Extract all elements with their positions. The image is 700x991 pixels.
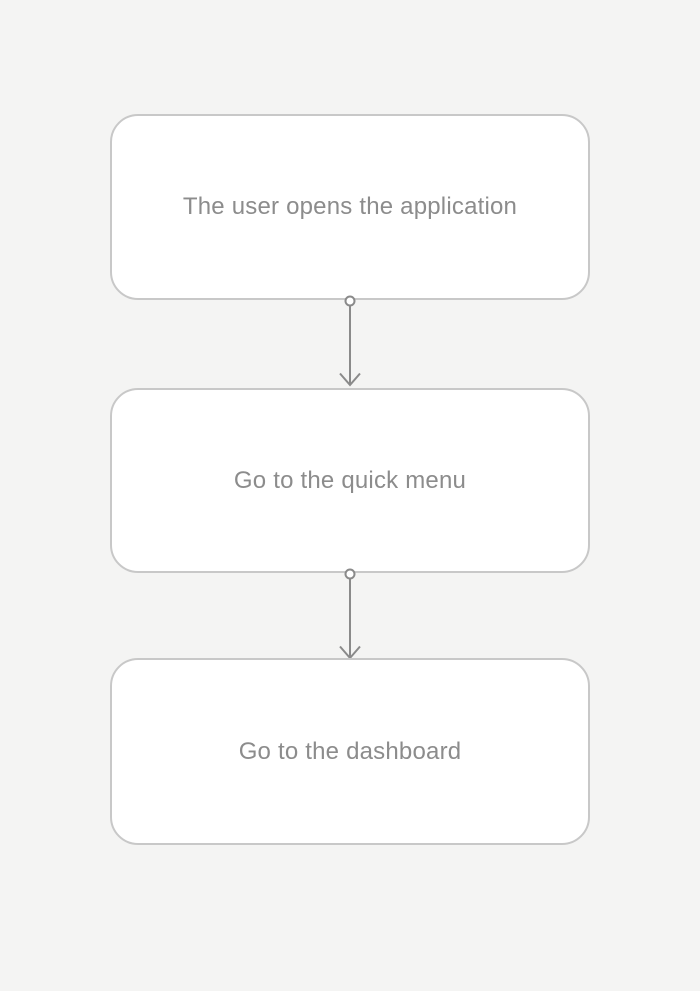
flow-node-dashboard[interactable]: Go to the dashboard xyxy=(110,658,590,845)
edge-start-dot-icon xyxy=(344,295,356,307)
flow-node-quick-menu[interactable]: Go to the quick menu xyxy=(110,388,590,573)
node-label: Go to the dashboard xyxy=(238,737,462,765)
edge-connector-1[interactable] xyxy=(330,295,370,388)
flow-node-open-application[interactable]: The user opens the application xyxy=(110,114,590,300)
arrowhead-down-icon xyxy=(339,372,361,387)
node-label: The user opens the application xyxy=(182,193,518,220)
edge-start-dot-icon xyxy=(344,568,356,580)
node-label: Go to the quick menu xyxy=(233,466,467,494)
edge-connector-2[interactable] xyxy=(330,568,370,661)
